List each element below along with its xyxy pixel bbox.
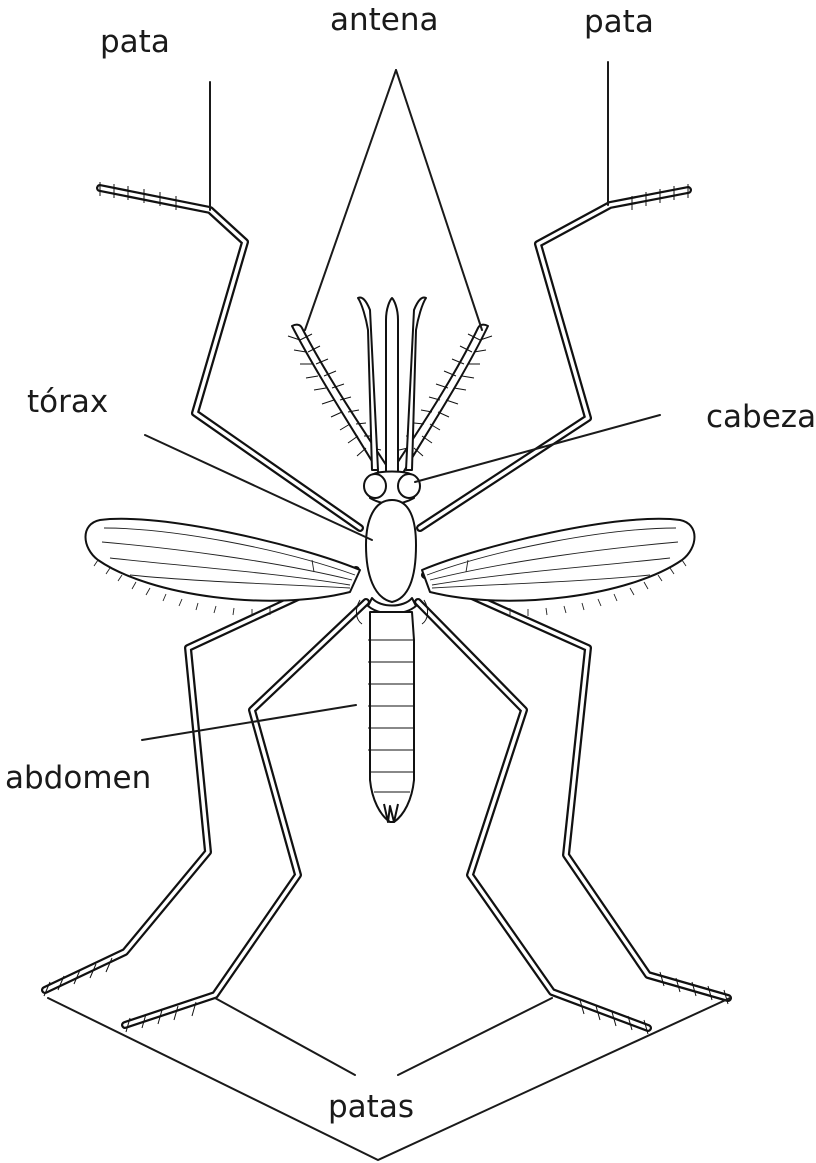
abdomen-body [368,612,414,822]
right-antenna [390,325,492,478]
right-wing [422,519,695,616]
hind-right-leg [418,602,648,1028]
front-left-leg [100,188,360,528]
leader-cabeza [415,415,660,482]
label-cabeza: cabeza [706,399,816,435]
label-torax: tórax [27,384,108,420]
label-pata-right: pata [584,4,654,40]
hind-left-leg [125,602,366,1025]
label-patas: patas [328,1089,414,1125]
left-wing [86,519,361,616]
label-abdomen: abdomen [5,760,151,796]
middle-right-leg [425,575,728,998]
leader-patas-inner-right [398,998,552,1075]
leader-patas-inner-left [215,998,355,1075]
leader-antena-right [396,70,482,330]
label-pata-left: pata [100,24,170,60]
front-right-leg [420,190,688,528]
label-antena: antena [330,2,439,38]
leader-antena-left [305,70,396,330]
antennae [288,298,492,479]
